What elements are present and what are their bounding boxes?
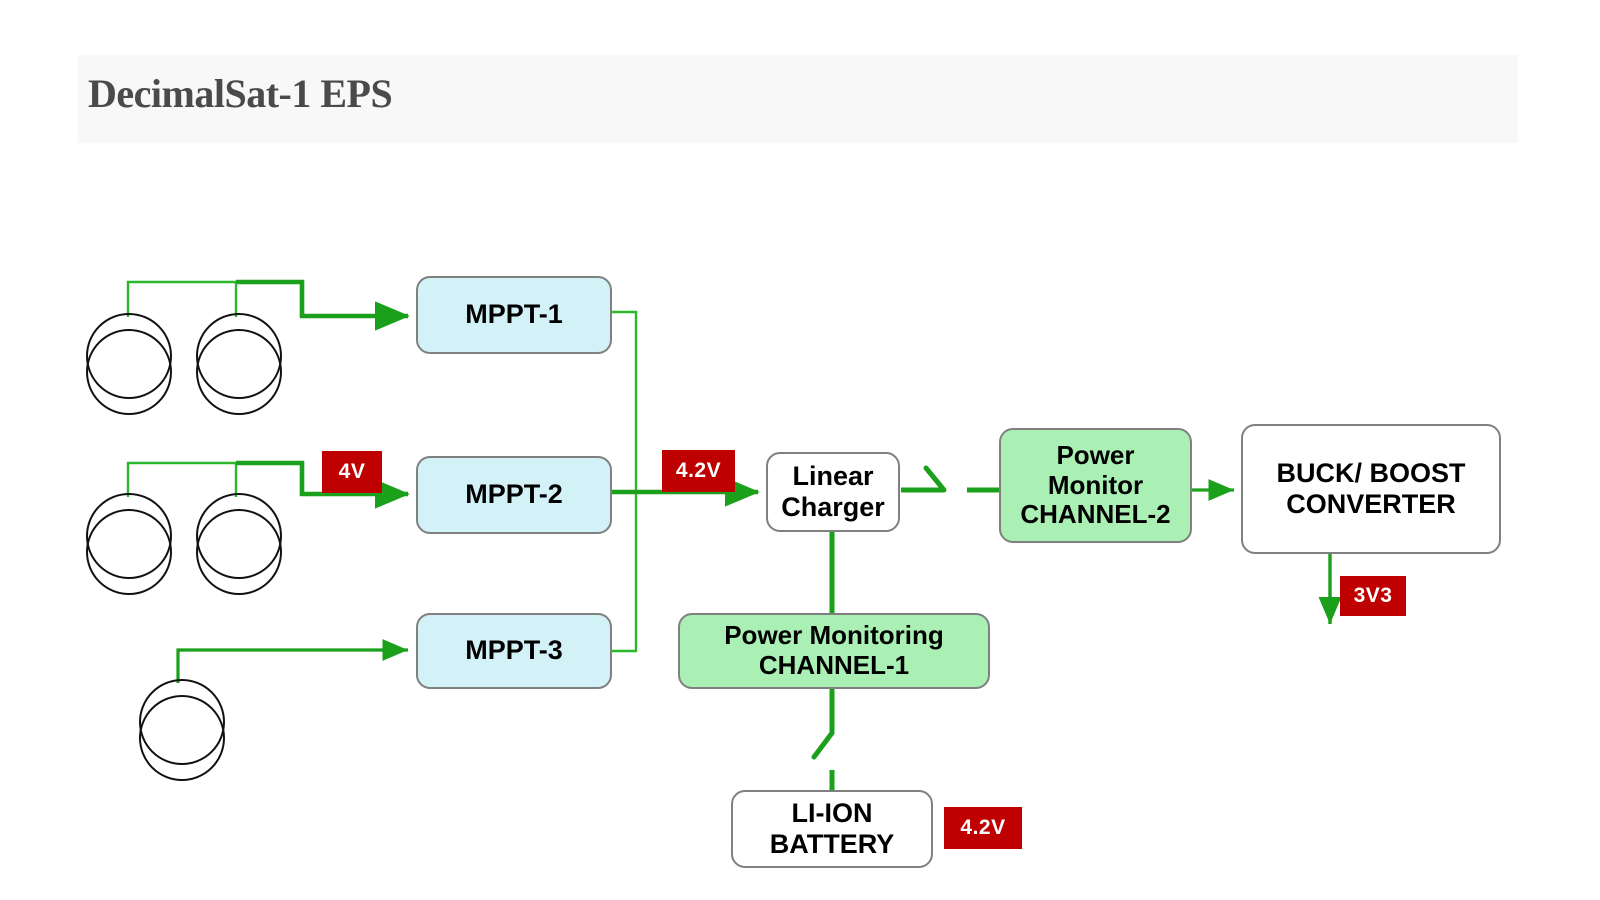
node-buck-boost-converter-label: BUCK/ BOOST CONVERTER	[1276, 457, 1466, 519]
voltage-tag-rail-3v3-label: 3V3	[1353, 584, 1393, 607]
solar-panel-3a	[139, 679, 225, 781]
solar-panel-1a	[86, 313, 172, 415]
solar-string-2-wiring	[126, 460, 410, 509]
node-buck-boost-converter[interactable]: BUCK/ BOOST CONVERTER	[1241, 424, 1501, 554]
node-mppt-2[interactable]: MPPT-2	[416, 456, 612, 534]
voltage-tag-charger-input-4v2: 4.2V	[662, 450, 735, 492]
solar-panel-2a	[86, 493, 172, 595]
mppt3-output-wire	[612, 492, 638, 653]
solar-panel-1b	[196, 313, 282, 415]
voltage-tag-battery-4v2: 4.2V	[944, 807, 1022, 849]
voltage-tag-solar-4v-label: 4V	[338, 460, 366, 483]
node-linear-charger[interactable]: Linear Charger	[766, 452, 900, 532]
node-power-monitoring-channel-1-label: Power Monitoring CHANNEL-1	[724, 620, 944, 680]
node-mppt-3-label: MPPT-3	[465, 635, 563, 666]
node-li-ion-battery-label: LI-ION BATTERY	[769, 797, 895, 859]
voltage-tag-rail-3v3: 3V3	[1340, 576, 1406, 616]
page-title: DecimalSat-1 EPS	[88, 71, 393, 116]
node-power-monitoring-channel-1[interactable]: Power Monitoring CHANNEL-1	[678, 613, 990, 689]
voltage-tag-battery-4v2-label: 4.2V	[960, 816, 1006, 839]
panel-circle-lower	[196, 329, 282, 415]
node-power-monitor-channel-2-label: Power Monitor CHANNEL-2	[1020, 439, 1171, 530]
node-mppt-2-label: MPPT-2	[465, 479, 563, 510]
panel-circle-lower	[86, 509, 172, 595]
panel-circle-lower	[86, 329, 172, 415]
mppt1-output-wire	[612, 310, 638, 492]
node-power-monitor-channel-2[interactable]: Power Monitor CHANNEL-2	[999, 428, 1192, 543]
solar-string-1-wiring	[126, 279, 410, 331]
monitor1-to-battery-wiring	[811, 688, 835, 794]
node-li-ion-battery[interactable]: LI-ION BATTERY	[731, 790, 933, 868]
solar-string-3-wiring	[176, 639, 408, 683]
charger-to-monitor-wiring	[901, 465, 1000, 493]
voltage-tag-charger-input-4v2-label: 4.2V	[675, 459, 722, 482]
panel-circle-lower	[139, 695, 225, 781]
panel-circle-lower	[196, 509, 282, 595]
node-linear-charger-label: Linear Charger	[781, 460, 885, 522]
voltage-tag-solar-4v: 4V	[322, 451, 382, 493]
header-band	[78, 55, 1518, 143]
node-mppt-3[interactable]: MPPT-3	[416, 613, 612, 689]
node-mppt-1-label: MPPT-1	[465, 299, 563, 330]
solar-panel-2b	[196, 493, 282, 595]
node-mppt-1[interactable]: MPPT-1	[416, 276, 612, 354]
